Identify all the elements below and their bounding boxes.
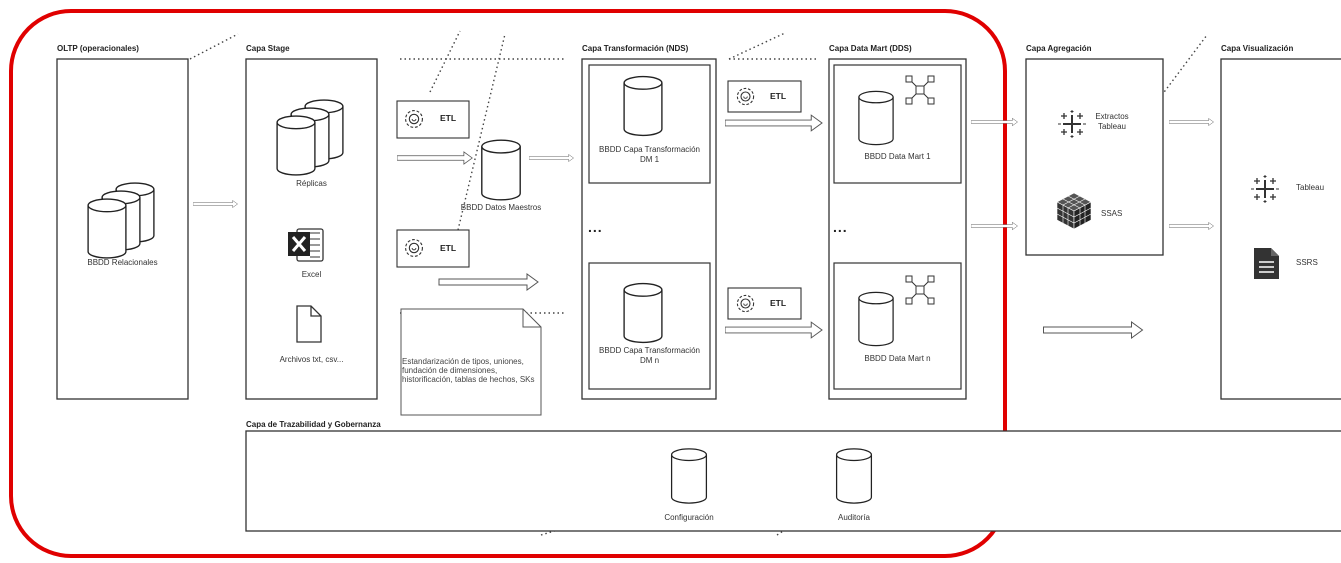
etl-label: ETL <box>770 91 787 101</box>
vis-tableau-label: Tableau <box>1296 183 1325 192</box>
arrow-dds-agg-2 <box>971 221 1018 231</box>
note-text: Estandarización de tipos, uniones, funda… <box>402 357 535 384</box>
arrow-dds-vis <box>1042 320 1144 340</box>
etl-label: ETL <box>440 113 457 123</box>
gov-layer-box <box>245 430 1341 532</box>
stage-files-label: Archivos txt, csv... <box>279 355 344 364</box>
etl-box <box>396 229 470 268</box>
datos-maestros-label: BBDD Datos Maestros <box>460 203 542 212</box>
agg-extractos-label: Extractos Tableau <box>1095 112 1129 131</box>
ssrs-document-icon <box>1254 248 1279 279</box>
dds-dm1-box <box>833 64 962 184</box>
database-icon <box>87 198 127 259</box>
gov-layer-title: Capa de Trazabilidad y Gobernanza <box>246 420 381 429</box>
etl-label: ETL <box>440 243 457 253</box>
nds-dm1-label: BBDD Capa Transformación DM 1 <box>599 145 700 164</box>
dds-dmn-box <box>833 262 962 390</box>
dotted-connector <box>728 32 786 60</box>
arrow-oltp-stage <box>193 199 238 209</box>
arrow-stage-master <box>397 151 473 165</box>
arrow-nds-dds-n <box>725 321 823 339</box>
vis-layer-title: Capa Visualización <box>1221 44 1294 53</box>
stage-excel-label: Excel <box>301 270 322 279</box>
dds-dm1-label: BBDD Data Mart 1 <box>864 152 931 161</box>
arrow-nds-dds-1 <box>725 114 823 132</box>
excel-icon <box>288 228 324 262</box>
etl-box <box>396 100 470 139</box>
stage-replicas-label: Réplicas <box>296 179 327 188</box>
highlight-frame <box>9 9 1007 558</box>
stage-layer-title: Capa Stage <box>246 44 290 53</box>
dotted-connector <box>429 30 461 93</box>
database-icon <box>835 448 873 504</box>
note-shape <box>400 308 542 416</box>
arrow-master-nds <box>529 153 574 163</box>
arrow-agg-vis-2 <box>1169 221 1214 231</box>
dotted-connector <box>457 33 506 231</box>
agg-layer-title: Capa Agregación <box>1026 44 1092 53</box>
dds-ellipsis: ... <box>833 219 848 235</box>
database-icon <box>276 115 316 176</box>
arrow-dds-agg-1 <box>971 117 1018 127</box>
dotted-connector <box>189 33 239 60</box>
etl-box <box>727 287 802 320</box>
etl-label: ETL <box>770 298 787 308</box>
nds-dmn-label: BBDD Capa Transformación DM n <box>599 346 700 365</box>
file-icon <box>296 305 322 343</box>
gov-config-label: Configuración <box>664 513 714 522</box>
vis-ssrs-label: SSRS <box>1296 258 1318 267</box>
dds-dmn-label: BBDD Data Mart n <box>864 354 931 363</box>
database-icon <box>481 139 521 201</box>
database-icon <box>858 291 894 347</box>
etl-box <box>727 80 802 113</box>
ssas-cube-icon <box>1056 192 1092 230</box>
dds-layer-title: Capa Data Mart (DDS) <box>829 44 912 53</box>
database-icon <box>858 90 894 146</box>
arrow-agg-vis-1 <box>1169 117 1214 127</box>
agg-ssas-label: SSAS <box>1101 209 1123 218</box>
nds-ellipsis: ... <box>588 219 603 235</box>
agg-layer-box <box>1025 58 1164 256</box>
oltp-layer-title: OLTP (operacionales) <box>57 44 139 53</box>
database-icon <box>670 448 708 504</box>
nds-layer-title: Capa Transformación (NDS) <box>582 44 689 53</box>
vis-layer-box <box>1220 58 1341 400</box>
oltp-db-label: BBDD Relacionales <box>87 258 158 267</box>
database-icon <box>623 282 663 344</box>
dotted-connector <box>1085 34 1208 197</box>
gov-audit-label: Auditoría <box>837 513 871 522</box>
arrow-stage-nds-n <box>438 273 539 291</box>
database-icon <box>623 75 663 137</box>
